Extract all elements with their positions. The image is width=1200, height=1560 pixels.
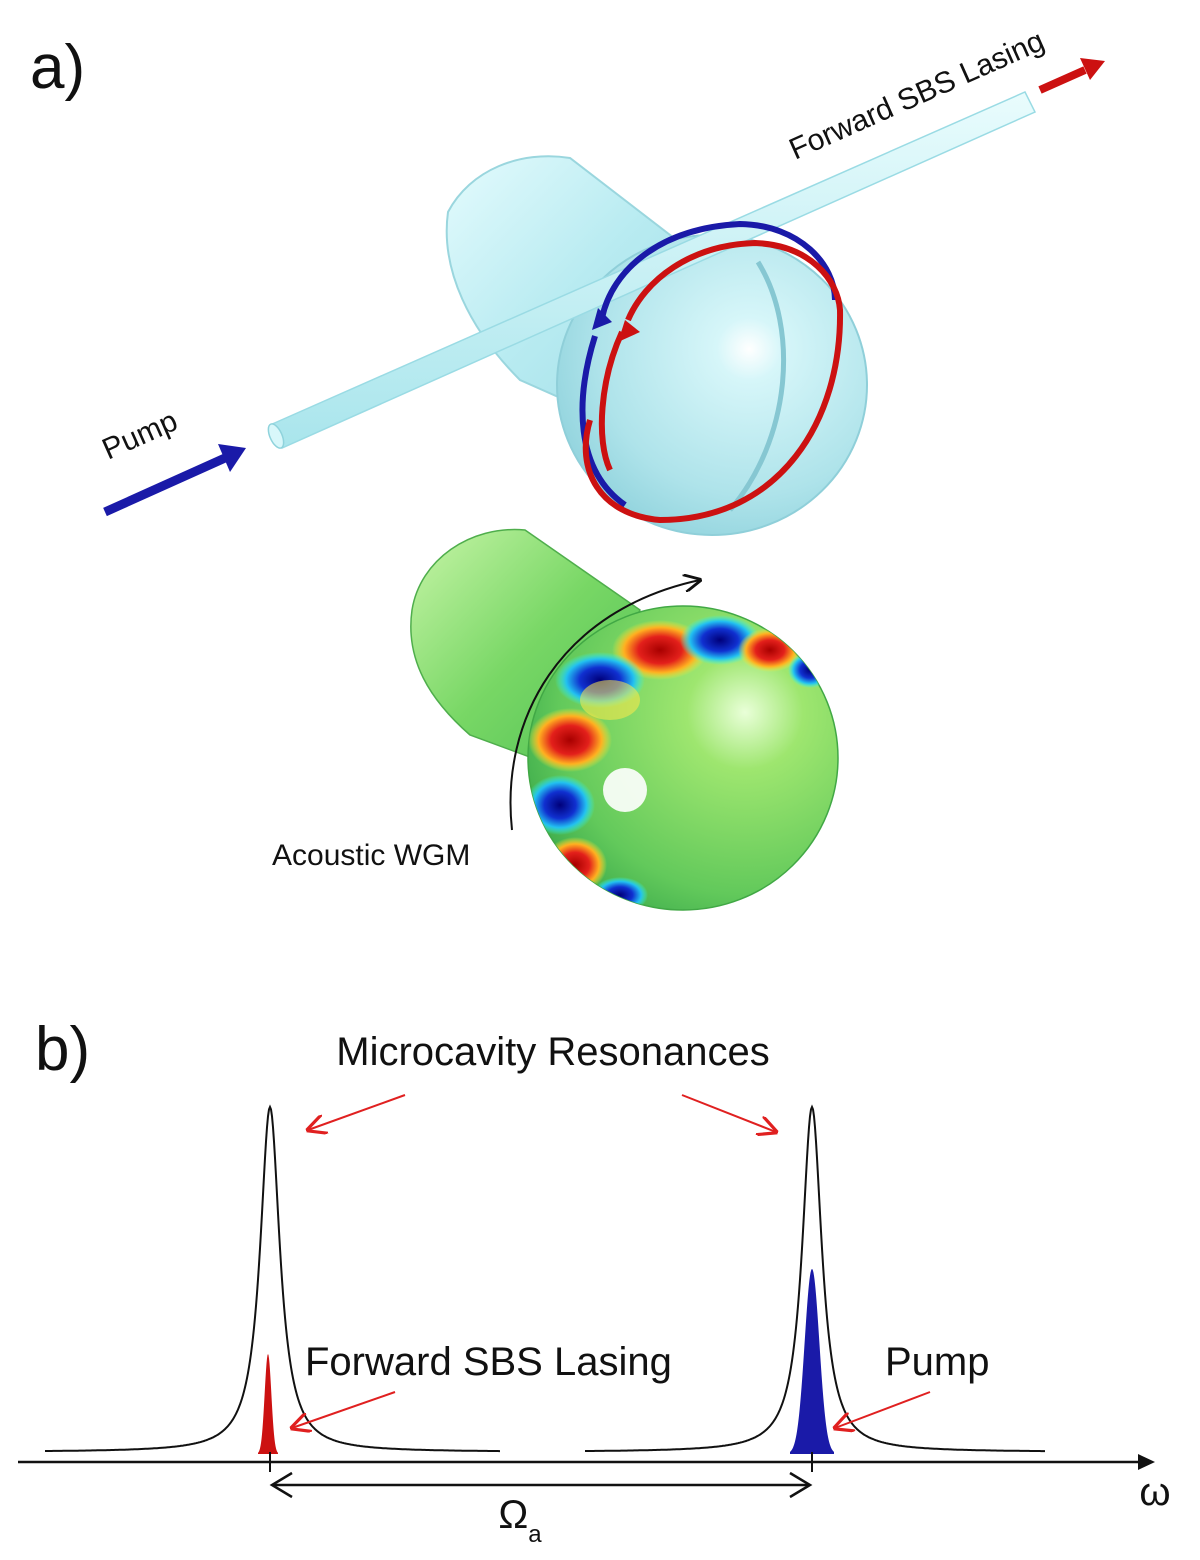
panel-a: a) Pump Forward SBS Lasing (30, 24, 1105, 911)
pump-label: Pump (97, 404, 182, 466)
separation-label: Ωa (498, 1493, 542, 1548)
stokes-ring-inner (598, 330, 625, 472)
pump-peak-label: Pump (885, 1340, 990, 1384)
panel-b-label: b) (35, 1015, 90, 1084)
resonance-peak-right (585, 1104, 1045, 1453)
pump-ring (599, 220, 838, 319)
stokes-ring-arrowhead (618, 320, 640, 342)
frequency-axis-label: ω (1139, 1470, 1170, 1514)
acoustic-resonator (410, 528, 839, 911)
frequency-axis-arrowhead (1138, 1454, 1155, 1470)
panel-a-label: a) (30, 33, 85, 102)
forward-output-arrow (1038, 66, 1087, 94)
pump-pointer (835, 1391, 931, 1428)
pump-ring-lower (579, 335, 627, 508)
forward-sbs-lasing-label: Forward SBS Lasing (305, 1340, 672, 1384)
acoustic-mode-pattern (528, 615, 832, 910)
forward-sbs-pointer (292, 1391, 396, 1428)
resonator-equator (728, 260, 787, 512)
pump-ring-arrowhead (592, 308, 612, 330)
panel-b: b) Microcavity Resonances ω Ωa Forward S… (18, 1015, 1171, 1548)
pump-line (790, 1269, 834, 1454)
forward-sbs-line (258, 1354, 278, 1454)
resonance-arrow-left (308, 1094, 406, 1130)
separation-subscript: a (528, 1521, 542, 1548)
pump-input-arrow (103, 453, 227, 517)
resonance-arrow-right (681, 1094, 776, 1132)
separation-symbol: Ω (498, 1493, 528, 1537)
forward-output-arrowhead (1080, 58, 1105, 80)
stokes-ring (582, 239, 844, 524)
separation-arrowhead-left (269, 1471, 293, 1499)
optical-wgm-rings (579, 220, 844, 524)
acoustic-wgm-label: Acoustic WGM (272, 839, 470, 872)
tapered-fiber (267, 91, 1037, 449)
pump-input-arrowhead (218, 444, 246, 472)
fiber-input-end (267, 423, 285, 449)
acoustic-propagation-arrow (509, 580, 700, 831)
resonance-peak-left (45, 1104, 500, 1453)
separation-arrowhead-right (789, 1471, 813, 1499)
microcavity-resonances-label: Microcavity Resonances (336, 1030, 770, 1074)
